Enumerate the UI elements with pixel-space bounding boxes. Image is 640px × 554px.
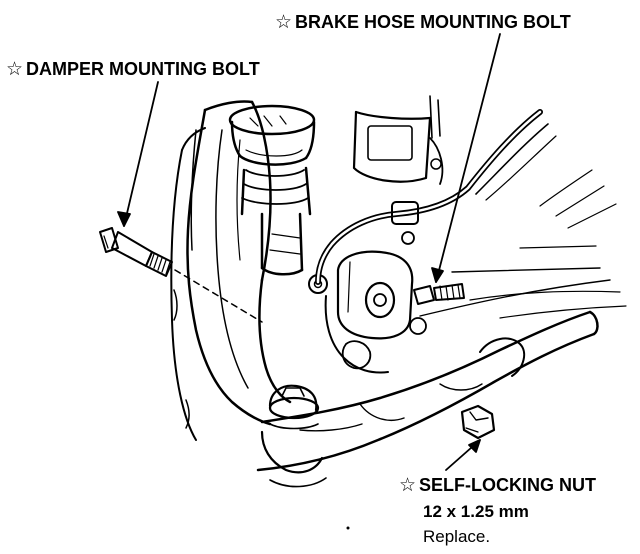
self-locking-nut [460,404,496,440]
body-bracket [352,95,444,185]
nut-spec-label: 12 x 1.25 mm [423,502,529,521]
steering-knuckle [170,100,292,441]
self-locking-nut-callout: ☆SELF-LOCKING NUT [399,476,596,495]
brake-hose [315,109,617,285]
damper-assembly [228,104,328,294]
brake-hose-bolt-label: BRAKE HOSE MOUNTING BOLT [295,12,571,32]
star-icon: ☆ [275,12,293,33]
star-icon: ☆ [6,59,24,80]
hub-body [324,250,414,374]
self-locking-nut-label: SELF-LOCKING NUT [419,475,597,495]
damper-bolt [99,227,173,277]
nut-replace-note: Replace. [423,527,491,546]
ball-joint [260,384,327,488]
leader-lines [117,33,501,471]
star-icon: ☆ [399,475,417,496]
damper-bolt-label: DAMPER MOUNTING BOLT [26,59,260,79]
brake-hose-bolt-callout: ☆BRAKE HOSE MOUNTING BOLT [275,13,571,32]
lower-control-arm [256,245,627,472]
brake-hose-bolt [409,283,465,335]
damper-bolt-callout: ☆DAMPER MOUNTING BOLT [6,60,260,79]
